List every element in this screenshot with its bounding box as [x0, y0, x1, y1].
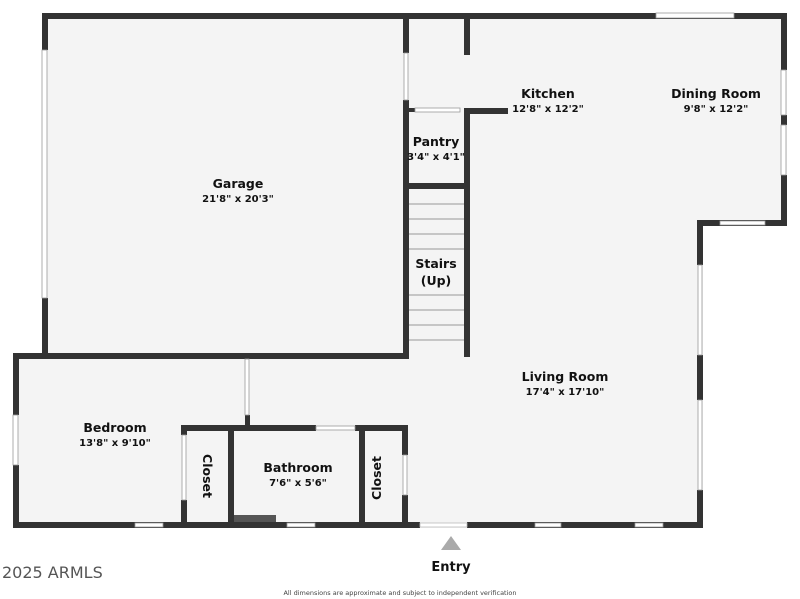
room-dims: 21'8" x 20'3"	[202, 194, 274, 205]
entry-label: Entry	[431, 560, 471, 575]
room-name: Kitchen	[521, 86, 575, 101]
room-dims: 17'4" x 17'10"	[526, 387, 605, 398]
room-dining: Dining Room 9'8" x 12'2"	[671, 86, 761, 115]
room-name: Living Room	[522, 369, 609, 384]
room-dims: 12'8" x 12'2"	[512, 104, 584, 115]
room-name: Dining Room	[671, 86, 761, 101]
room-name: Garage	[213, 176, 264, 191]
room-note: (Up)	[421, 273, 452, 288]
room-garage: Garage 21'8" x 20'3"	[202, 176, 274, 205]
room-closet-2: Closet	[369, 456, 384, 500]
room-bedroom: Bedroom 13'8" x 9'10"	[79, 420, 151, 449]
room-name: Bathroom	[263, 460, 332, 475]
windows	[12, 12, 787, 528]
room-closet-1: Closet	[200, 454, 215, 498]
room-dims: 7'6" x 5'6"	[269, 478, 327, 489]
room-dims: 3'4" x 4'1"	[407, 152, 465, 163]
entry-arrow-icon	[441, 536, 461, 550]
disclaimer: All dimensions are approximate and subje…	[283, 589, 516, 597]
room-dims: 9'8" x 12'2"	[684, 104, 749, 115]
room-living: Living Room 17'4" x 17'10"	[522, 369, 609, 398]
room-name: Bedroom	[83, 420, 146, 435]
room-name: Pantry	[413, 134, 459, 149]
room-name: Stairs	[415, 256, 456, 271]
room-pantry: Pantry 3'4" x 4'1"	[407, 134, 465, 163]
floor-fill	[13, 13, 787, 528]
room-kitchen: Kitchen 12'8" x 12'2"	[512, 86, 584, 115]
room-bathroom: Bathroom 7'6" x 5'6"	[263, 460, 332, 489]
watermark: 2025 ARMLS	[2, 563, 103, 582]
room-dims: 13'8" x 9'10"	[79, 438, 151, 449]
room-stairs: Stairs (Up)	[410, 252, 463, 292]
stairs-treads	[409, 203, 464, 341]
